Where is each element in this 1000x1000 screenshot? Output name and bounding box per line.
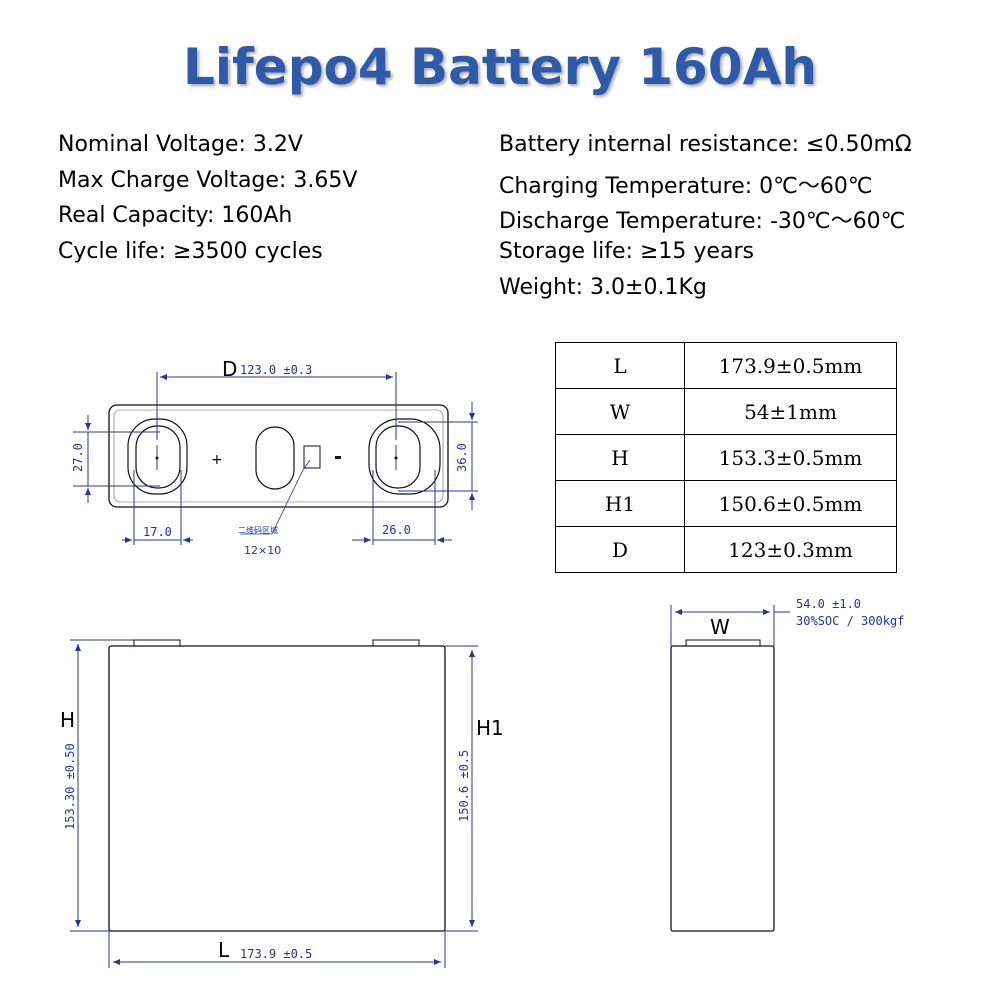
h-value: 153.30 ±0.50 [63, 743, 77, 830]
d-value: 123.0 ±0.3 [240, 363, 312, 377]
spec-charging-temperature: Charging Temperature: 0℃～60℃ [499, 174, 873, 199]
table-value: 173.9±0.5mm [684, 342, 897, 389]
table-value: 54±1mm [684, 388, 897, 435]
spec-max-charge-voltage: Max Charge Voltage: 3.65V [58, 168, 358, 193]
h-label: H [60, 708, 75, 732]
minus-mark [335, 456, 341, 459]
right-height-value: 36.0 [455, 443, 469, 472]
right-width-value: 26.0 [382, 523, 411, 537]
side-body [670, 645, 775, 932]
table-row: W 54±1mm [555, 388, 897, 435]
front-terminal-right [372, 639, 420, 647]
table-row: D 123±0.3mm [555, 526, 897, 573]
spec-cycle-life: Cycle life: ≥3500 cycles [58, 239, 323, 264]
spec-weight: Weight: 3.0±0.1Kg [499, 275, 707, 300]
page-title: Lifepo4 Battery 160Ah [183, 38, 817, 96]
top-view-outline [108, 404, 449, 508]
table-key: W [555, 388, 685, 435]
front-view: H 153.30 ±0.50 H1 150.6 ±0.5 L 173.9 ±0.… [60, 639, 504, 968]
side-terminal [685, 639, 761, 647]
top-view: + D 123.0 ±0.3 27.0 36.0 17.0 [71, 357, 478, 557]
spec-discharge-temperature: Discharge Temperature: -30℃～60℃ [499, 209, 906, 234]
l-label: L [218, 938, 230, 962]
front-body [108, 645, 446, 932]
plus-mark: + [211, 452, 223, 468]
spec-real-capacity: Real Capacity: 160Ah [58, 203, 293, 228]
left-width-value: 17.0 [143, 525, 172, 539]
table-key: D [555, 526, 685, 573]
h1-label: H1 [476, 716, 504, 740]
safety-vent [255, 426, 295, 490]
table-value: 153.3±0.5mm [684, 434, 897, 481]
table-row: L 173.9±0.5mm [555, 342, 897, 389]
table-row: H 153.3±0.5mm [555, 434, 897, 481]
dimension-table: L 173.9±0.5mm W 54±1mm H 153.3±0.5mm H1 … [555, 342, 897, 573]
table-row: H1 150.6±0.5mm [555, 480, 897, 527]
h1-value: 150.6 ±0.5 [457, 750, 471, 822]
table-key: H [555, 434, 685, 481]
w-label: W [710, 615, 730, 639]
table-value: 150.6±0.5mm [684, 480, 897, 527]
right-terminal [368, 418, 441, 495]
qr-area-size: 12×10 [244, 544, 281, 557]
qr-code-box [303, 445, 321, 469]
front-terminal-left [133, 639, 181, 647]
d-label: D [222, 357, 237, 381]
l-value: 173.9 ±0.5 [240, 947, 312, 961]
w-value: 54.0 ±1.0 [796, 597, 861, 611]
side-view: W 54.0 ±1.0 30%SOC / 300kgf [670, 597, 904, 932]
spec-nominal-voltage: Nominal Voltage: 3.2V [58, 132, 303, 157]
spec-internal-resistance: Battery internal resistance: ≤0.50mΩ [499, 132, 912, 157]
table-key: H1 [555, 480, 685, 527]
qr-area-label: 二维码区域 [238, 525, 278, 535]
left-height-value: 27.0 [71, 443, 85, 472]
top-view-inner-outline [113, 409, 444, 503]
spec-storage-life: Storage life: ≥15 years [499, 239, 754, 264]
table-value: 123±0.3mm [684, 526, 897, 573]
w-note: 30%SOC / 300kgf [796, 614, 904, 628]
